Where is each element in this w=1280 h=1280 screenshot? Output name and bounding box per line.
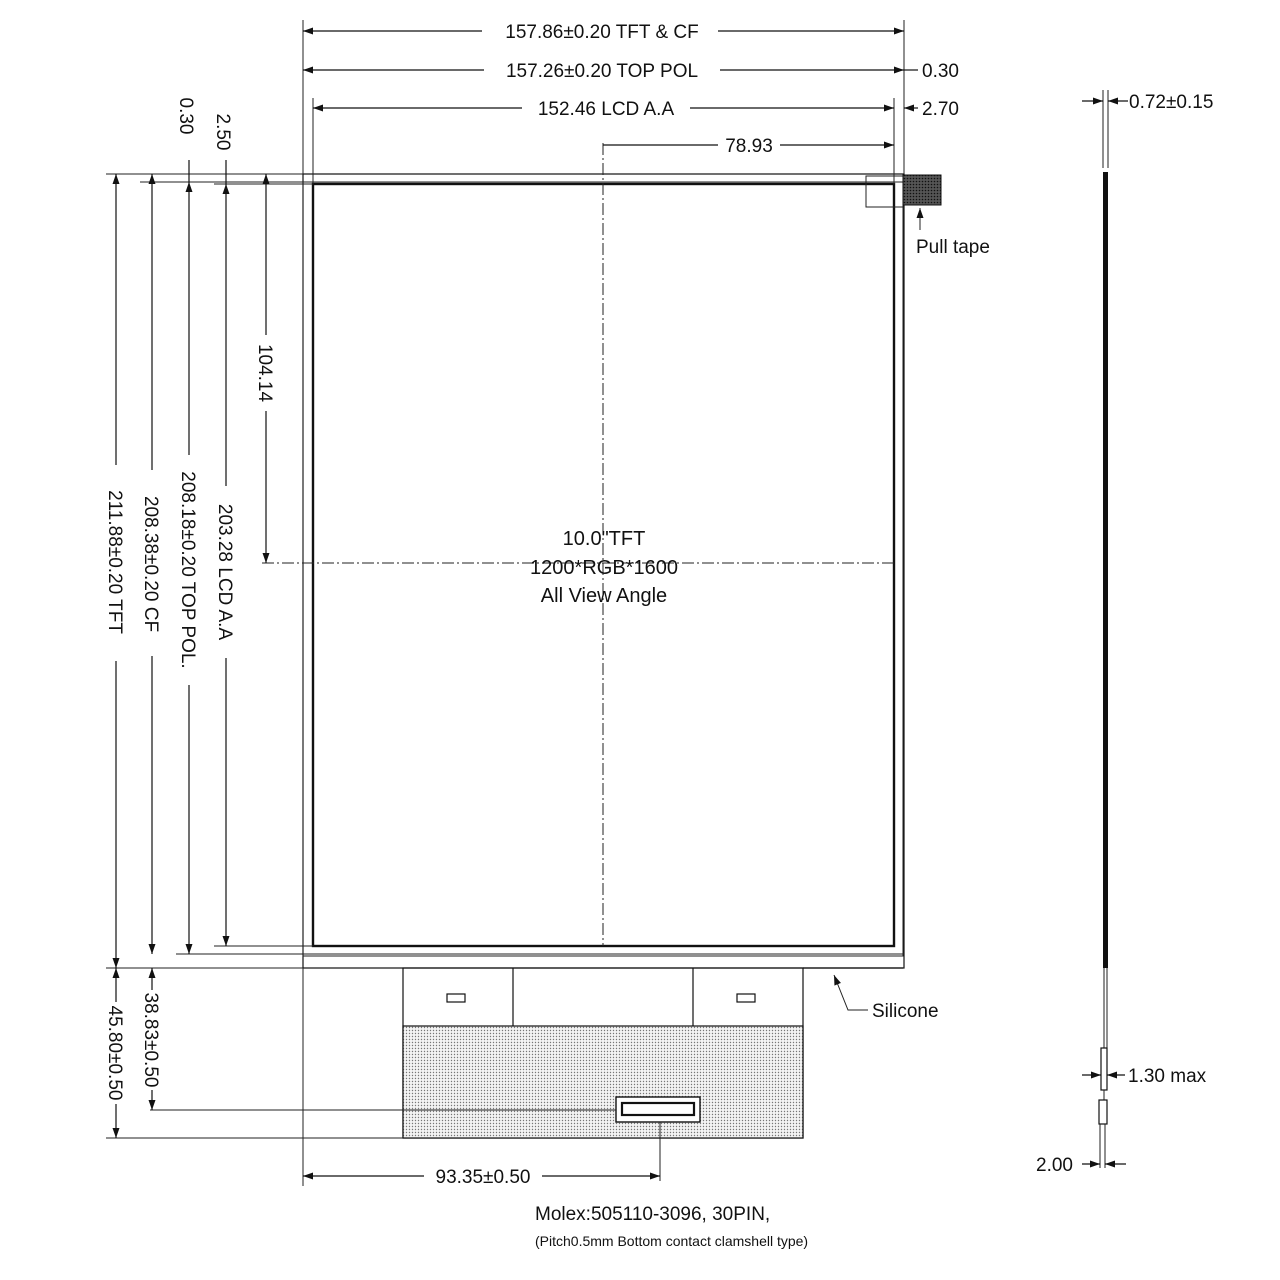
panel-viewangle-label: All View Angle [541,585,667,607]
connector-offset-dim: 93.35±0.50 [436,1167,531,1188]
fpc-assembly [402,967,903,1139]
top-offset-pol-dim: 0.30 [175,98,196,135]
right-offset-pol-dim: 0.30 [922,61,959,82]
top-offset-aa-dim: 2.50 [212,114,233,151]
half-height-dim: 104.14 [254,344,275,403]
right-offset-aa-dim: 2.70 [922,99,959,120]
panel-size-label: 10.0"TFT [563,528,646,550]
top-pol-width-dim: 157.26±0.20 TOP POL [506,61,698,82]
bottom-dimension: 93.35±0.50 [302,968,660,1188]
connector-name-label: Molex:505110-3096, 30PIN, [535,1204,770,1225]
tft-height-dim: 211.88±0.20 TFT [104,490,125,634]
thickness-dim: 0.72±0.15 [1129,92,1213,113]
stiffener-dim: 2.00 [1036,1155,1073,1176]
fpc-total-dim: 45.80±0.50 [104,1006,125,1101]
pull-tape-label: Pull tape [916,237,990,258]
pull-tape: Pull tape [865,174,990,258]
top-dimensions: 157.86±0.20 TFT & CF 157.26±0.20 TOP POL… [302,19,959,184]
panel-resolution-label: 1200*RGB*1600 [530,557,678,579]
side-view: 0.72±0.15 1.30 max 2.00 [1036,90,1213,1176]
silicone-label: Silicone [872,1001,939,1022]
center-lines [262,143,894,946]
connector-detail-label: (Pitch0.5mm Bottom contact clamshell typ… [535,1233,808,1249]
lcd-aa-height-dim: 203.28 LCD A.A [214,504,235,641]
lcd-aa-width-dim: 152.46 LCD A.A [538,99,675,120]
left-dimensions: 211.88±0.20 TFT 208.38±0.20 CF 208.18±0.… [104,98,616,1139]
fpc-length-dim: 38.83±0.50 [140,993,161,1088]
panel-spec-text: 10.0"TFT 1200*RGB*1600 All View Angle [530,528,678,607]
fpc-thickness-dim: 1.30 max [1128,1066,1207,1087]
tft-cf-width-dim: 157.86±0.20 TFT & CF [505,22,699,43]
half-width-dim: 78.93 [725,136,773,157]
top-pol-height-dim: 208.18±0.20 TOP POL. [177,471,198,668]
cf-height-dim: 208.38±0.20 CF [140,496,161,632]
connector: Molex:505110-3096, 30PIN, (Pitch0.5mm Bo… [535,1096,808,1249]
silicone-callout: Silicone [833,974,939,1022]
